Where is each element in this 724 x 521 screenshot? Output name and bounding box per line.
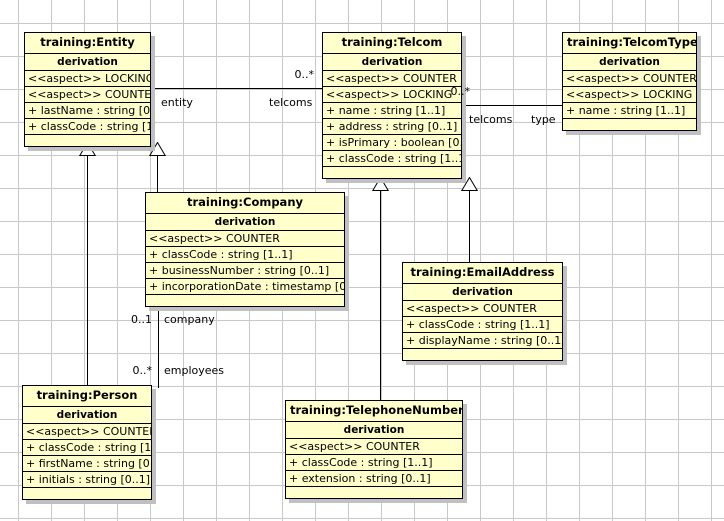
class-attributes-telephonenumber: + classCode : string [1..1] + extension … xyxy=(286,455,462,487)
class-attributes-emailaddress: + classCode : string [1..1] + displayNam… xyxy=(403,317,562,349)
aspect-row: <<aspect>> COUNTER xyxy=(25,86,150,102)
class-aspects-emailaddress: <<aspect>> COUNTER xyxy=(403,301,562,317)
class-title-telcom: training:Telcom xyxy=(323,33,461,54)
attribute-row: + lastName : string [0..1] xyxy=(28,104,150,117)
association-multiplicity-telcoms-1: 0..* xyxy=(294,68,315,81)
association-role-telcoms-1: telcoms xyxy=(269,96,313,109)
aspect-row: <<aspect>> COUNTER xyxy=(326,72,457,85)
attribute-row: + classCode : string [1..1] xyxy=(289,456,433,469)
class-derivation-entity: derivation xyxy=(25,54,150,71)
uml-class-entity[interactable]: training:Entity derivation <<aspect>> LO… xyxy=(24,32,151,147)
generalization-line-emailaddress-telcom[interactable] xyxy=(469,190,470,262)
class-derivation-emailaddress: derivation xyxy=(403,284,562,301)
uml-class-telcom[interactable]: training:Telcom derivation <<aspect>> CO… xyxy=(322,32,462,179)
class-attributes-company: + classCode : string [1..1] + businessNu… xyxy=(146,247,344,295)
association-line-entity-telcom[interactable] xyxy=(151,88,323,89)
class-operations-company xyxy=(146,295,344,306)
association-multiplicity-company: 0..1 xyxy=(131,313,152,326)
attribute-row: + classCode : string [1..1] xyxy=(406,318,550,331)
attribute-row: + isPrimary : boolean [0..1] xyxy=(323,134,461,150)
class-title-emailaddress: training:EmailAddress xyxy=(403,263,562,284)
class-operations-person xyxy=(23,488,151,499)
association-multiplicity-telcoms-2: 0..* xyxy=(450,85,471,98)
class-operations-telcom xyxy=(323,167,461,178)
class-title-entity: training:Entity xyxy=(25,33,150,54)
class-title-person: training:Person xyxy=(23,386,151,407)
uml-class-company[interactable]: training:Company derivation <<aspect>> C… xyxy=(145,192,345,307)
generalization-line-person-entity[interactable] xyxy=(87,155,88,388)
attribute-row: + incorporationDate : timestamp [0..1] xyxy=(146,278,344,294)
aspect-row: <<aspect>> COUNTER xyxy=(289,440,420,453)
generalization-arrow-company-entity xyxy=(149,142,166,156)
class-derivation-company: derivation xyxy=(146,214,344,231)
class-aspects-telcomtype: <<aspect>> COUNTER <<aspect>> LOCKING xyxy=(563,71,696,103)
class-aspects-entity: <<aspect>> LOCKING <<aspect>> COUNTER xyxy=(25,71,150,103)
class-operations-telcomtype xyxy=(563,119,696,130)
class-operations-entity xyxy=(25,135,150,146)
attribute-row: + businessNumber : string [0..1] xyxy=(146,262,344,278)
class-aspects-person: <<aspect>> COUNTER xyxy=(23,424,151,440)
association-line-company-person[interactable] xyxy=(158,302,159,388)
generalization-arrow-emailaddress-telcom xyxy=(461,177,478,191)
uml-class-telephonenumber[interactable]: training:TelephoneNumber derivation <<as… xyxy=(285,400,463,499)
aspect-row: <<aspect>> COUNTER xyxy=(149,232,280,245)
generalization-line-telephonenumber-telcom[interactable] xyxy=(380,190,381,402)
uml-class-person[interactable]: training:Person derivation <<aspect>> CO… xyxy=(22,385,152,500)
class-title-telcomtype: training:TelcomType xyxy=(563,33,696,54)
aspect-row: <<aspect>> LOCKING xyxy=(28,72,150,85)
association-role-employees: employees xyxy=(164,364,225,377)
uml-class-telcomtype[interactable]: training:TelcomType derivation <<aspect>… xyxy=(562,32,697,131)
aspect-row: <<aspect>> LOCKING xyxy=(323,86,461,102)
generalization-arrow-telephonenumber-telcom xyxy=(372,177,389,191)
association-role-company: company xyxy=(164,313,215,326)
attribute-row: + classCode : string [1..1] xyxy=(25,118,150,134)
generalization-arrow-person-entity xyxy=(79,142,96,156)
class-aspects-telephonenumber: <<aspect>> COUNTER xyxy=(286,439,462,455)
class-title-telephonenumber: training:TelephoneNumber xyxy=(286,401,462,422)
attribute-row: + extension : string [0..1] xyxy=(286,470,462,486)
class-title-company: training:Company xyxy=(146,193,344,214)
attribute-row: + initials : string [0..1] xyxy=(23,471,151,487)
attribute-row: + name : string [1..1] xyxy=(326,104,446,117)
class-derivation-telcomtype: derivation xyxy=(563,54,696,71)
attribute-row: + displayName : string [0..1] xyxy=(403,332,562,348)
class-derivation-telcom: derivation xyxy=(323,54,461,71)
class-attributes-telcom: + name : string [1..1] + address : strin… xyxy=(323,103,461,167)
class-attributes-person: + classCode : string [1..1] + firstName … xyxy=(23,440,151,488)
attribute-row: + address : string [0..1] xyxy=(323,118,461,134)
attribute-row: + name : string [1..1] xyxy=(566,104,686,117)
attribute-row: + firstName : string [0..1] xyxy=(23,455,151,471)
association-line-telcom-telcomtype[interactable] xyxy=(462,105,569,106)
association-role-telcoms-2: telcoms xyxy=(469,113,513,126)
class-operations-telephonenumber xyxy=(286,487,462,498)
attribute-row: + classCode : string [1..1] xyxy=(323,150,461,166)
association-role-type: type xyxy=(531,113,556,126)
class-attributes-telcomtype: + name : string [1..1] xyxy=(563,103,696,119)
class-derivation-telephonenumber: derivation xyxy=(286,422,462,439)
class-aspects-company: <<aspect>> COUNTER xyxy=(146,231,344,247)
aspect-row: <<aspect>> COUNTER xyxy=(406,302,537,315)
generalization-line-company-entity[interactable] xyxy=(157,155,158,192)
class-derivation-person: derivation xyxy=(23,407,151,424)
aspect-row: <<aspect>> LOCKING xyxy=(563,86,696,102)
association-multiplicity-employees: 0..* xyxy=(132,364,153,377)
attribute-row: + classCode : string [1..1] xyxy=(149,248,293,261)
association-role-entity: entity xyxy=(161,96,193,109)
attribute-row: + classCode : string [1..1] xyxy=(26,441,151,454)
class-operations-emailaddress xyxy=(403,349,562,360)
aspect-row: <<aspect>> COUNTER xyxy=(26,425,151,438)
class-aspects-telcom: <<aspect>> COUNTER <<aspect>> LOCKING xyxy=(323,71,461,103)
class-attributes-entity: + lastName : string [0..1] + classCode :… xyxy=(25,103,150,135)
uml-class-emailaddress[interactable]: training:EmailAddress derivation <<aspec… xyxy=(402,262,563,361)
aspect-row: <<aspect>> COUNTER xyxy=(566,72,696,85)
